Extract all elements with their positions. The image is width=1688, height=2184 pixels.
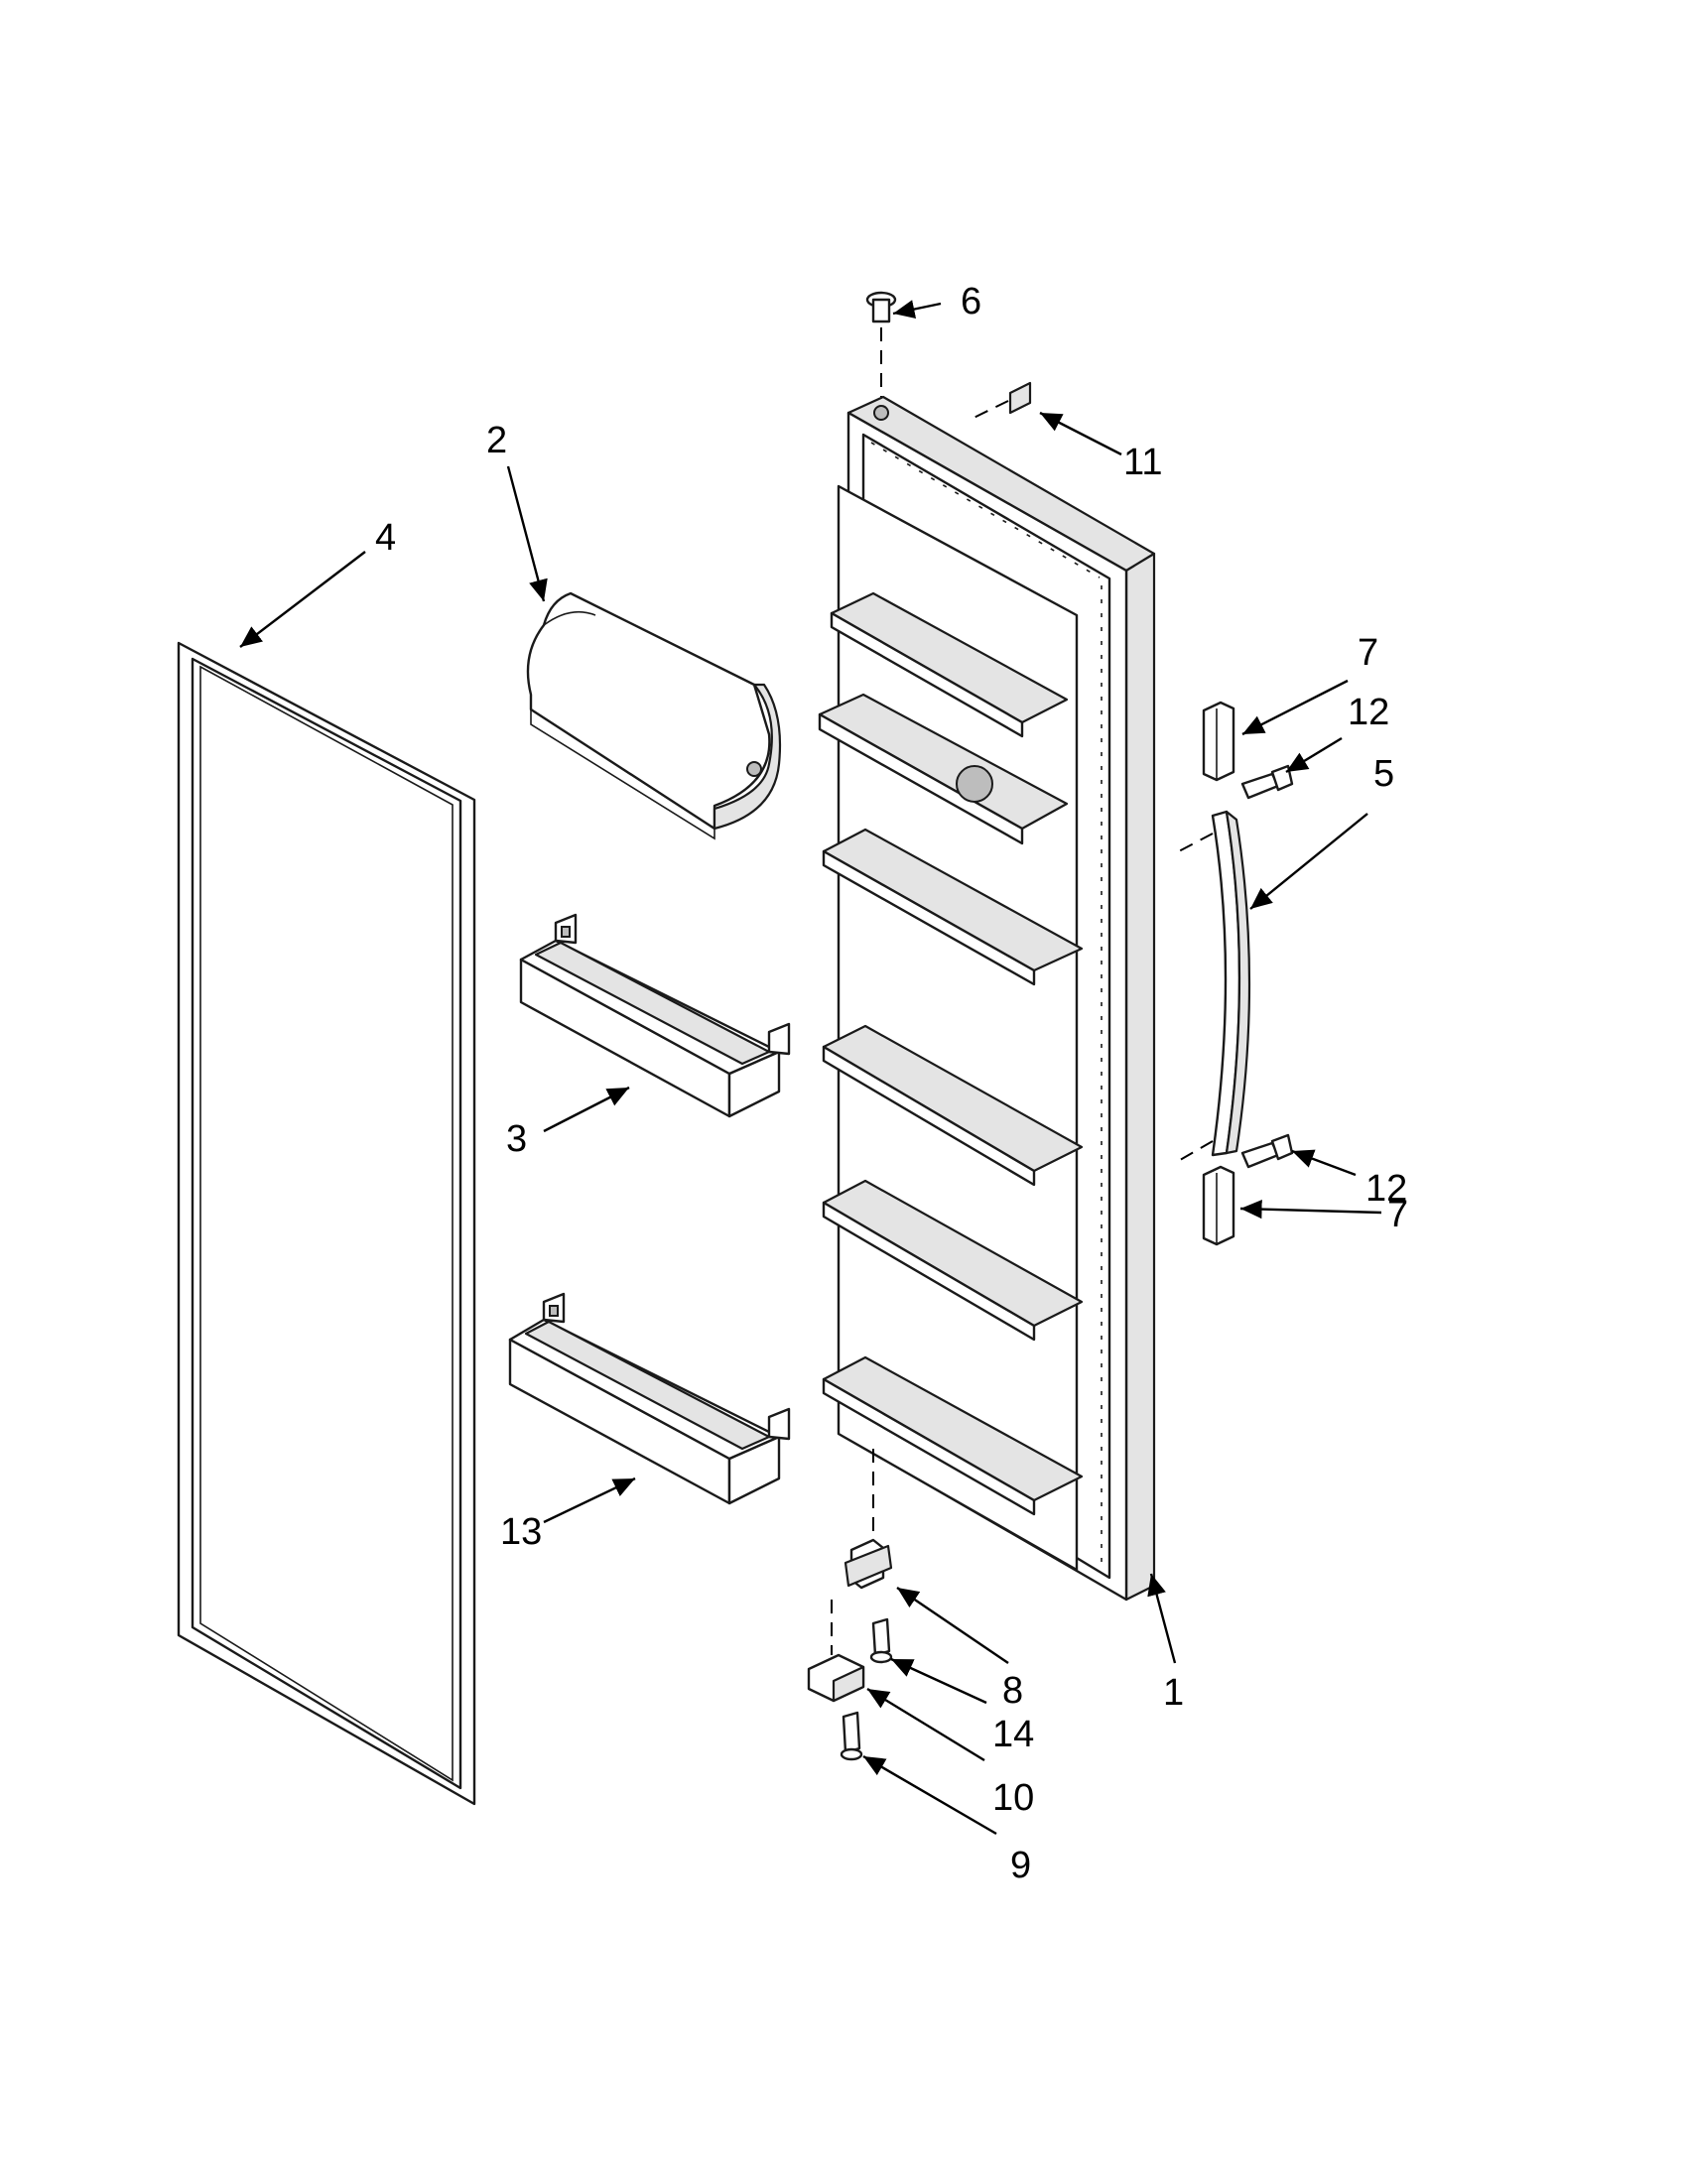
- callout-6: 6: [961, 281, 981, 322]
- door-handle: [1174, 810, 1251, 1164]
- callout-labels: 6 11 2 4 7 12 5 3 12 7 13 8 1 14 10 9: [375, 281, 1408, 1886]
- lower-hinge: [844, 1449, 893, 1590]
- door-bin-upper: [519, 913, 791, 1118]
- callout-7-upper: 7: [1358, 632, 1378, 674]
- refrigerator-door: [818, 395, 1156, 1602]
- callout-12-upper: 12: [1348, 692, 1389, 733]
- callout-7-lower: 7: [1387, 1194, 1408, 1235]
- leader-lines: [239, 300, 1382, 1836]
- callout-14: 14: [992, 1714, 1034, 1755]
- callout-11: 11: [1123, 442, 1162, 483]
- callout-10: 10: [992, 1777, 1034, 1819]
- hinge-screw: [869, 1617, 893, 1664]
- callout-3: 3: [506, 1118, 527, 1160]
- handle-screw-lower: [1240, 1133, 1294, 1169]
- hinge-cover: [807, 1653, 865, 1703]
- hinge-cover-screw: [831, 1600, 863, 1761]
- handle-screw-upper: [1240, 764, 1294, 800]
- handle-end-cap-upper: [1202, 701, 1235, 782]
- callout-9: 9: [1010, 1845, 1031, 1886]
- door-gasket: [177, 641, 476, 1806]
- door-shelves: [818, 591, 1084, 1516]
- callout-4: 4: [375, 517, 396, 559]
- callout-13: 13: [500, 1511, 542, 1553]
- callout-2: 2: [486, 420, 507, 461]
- callout-1: 1: [1163, 1672, 1184, 1714]
- callout-12-lower: 12: [1365, 1168, 1407, 1210]
- hinge-bushing: [865, 291, 897, 397]
- callout-5: 5: [1373, 753, 1394, 795]
- callout-8: 8: [1002, 1670, 1023, 1712]
- door-bin-lower: [508, 1292, 791, 1505]
- handle-end-cap-lower: [1202, 1165, 1235, 1246]
- door-plug: [967, 381, 1032, 422]
- dairy-door: [526, 591, 782, 840]
